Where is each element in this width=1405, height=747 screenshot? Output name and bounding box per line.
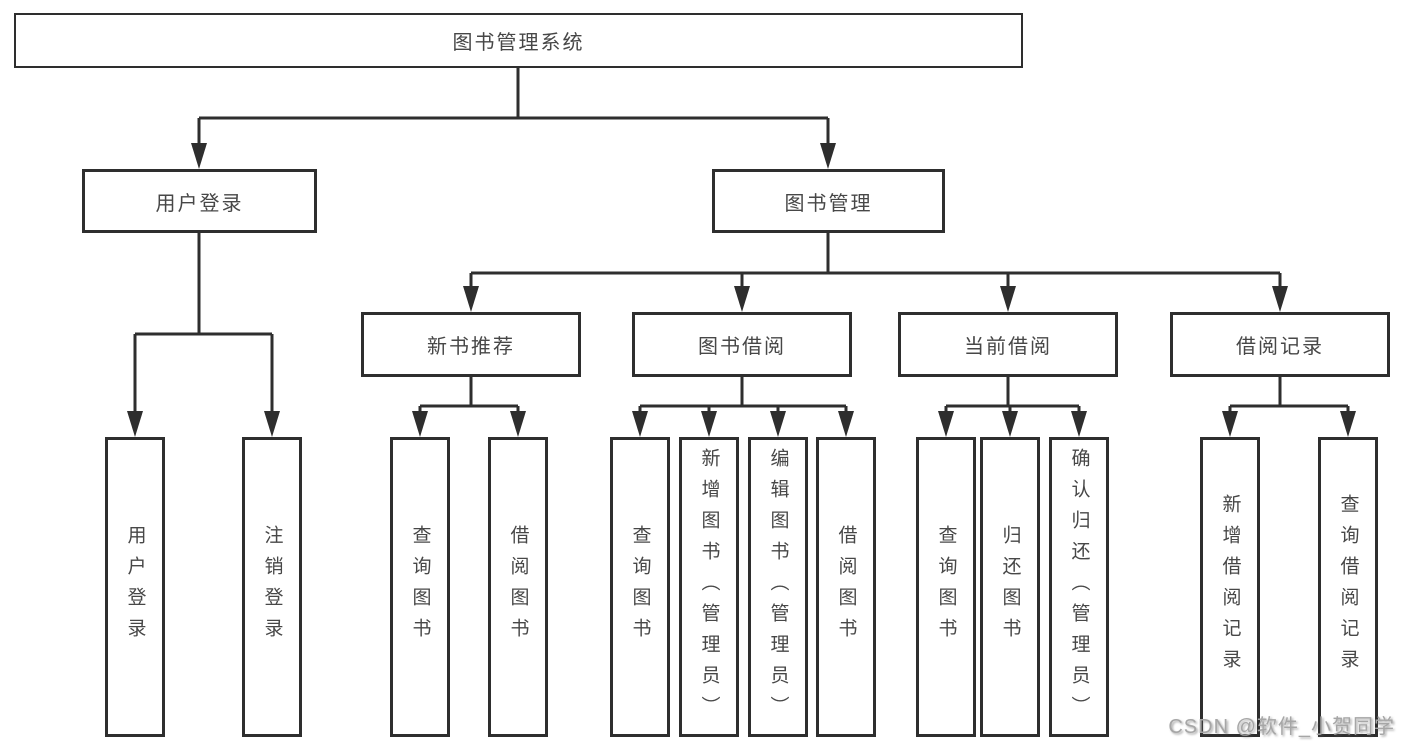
node-leaf-logout: 注销登录 — [242, 437, 302, 737]
node-new-book-recommend: 新书推荐 — [361, 312, 581, 377]
node-label: 查询借阅记录 — [1337, 494, 1359, 680]
node-label: 新书推荐 — [427, 336, 515, 358]
node-leaf-query-books-borrow: 查询图书 — [610, 437, 670, 737]
node-borrowing-records: 借阅记录 — [1170, 312, 1390, 377]
node-label: 图书管理 — [784, 192, 873, 215]
node-label: 注销登录 — [261, 525, 283, 649]
connector-book-mgmt-children — [463, 233, 1288, 312]
node-label: 新增图书（管理员） — [698, 447, 720, 727]
node-leaf-user-login: 用户登录 — [105, 437, 165, 737]
node-label: 新增借阅记录 — [1219, 494, 1241, 680]
node-user-login-group: 用户登录 — [82, 169, 317, 233]
node-leaf-query-books-current: 查询图书 — [916, 437, 976, 737]
node-leaf-confirm-return-admin: 确认归还（管理员） — [1049, 437, 1109, 737]
connector-borrow-record-children — [1222, 377, 1356, 437]
connector-user-login-children — [127, 233, 280, 437]
node-label: 编辑图书（管理员） — [767, 447, 789, 727]
node-label: 借阅记录 — [1236, 336, 1324, 358]
csdn-watermark: CSDN @软件_小贺同学 — [1168, 716, 1395, 738]
node-label: 图书借阅 — [698, 336, 786, 358]
node-leaf-query-books-recommend: 查询图书 — [390, 437, 450, 737]
node-label: 查询图书 — [935, 525, 957, 649]
node-label: 用户登录 — [155, 192, 244, 215]
node-label: 确认归还（管理员） — [1068, 447, 1090, 727]
node-leaf-return-books: 归还图书 — [980, 437, 1040, 737]
node-leaf-query-borrow-record: 查询借阅记录 — [1318, 437, 1378, 737]
node-leaf-add-books-admin: 新增图书（管理员） — [679, 437, 739, 737]
node-current-borrowing: 当前借阅 — [898, 312, 1118, 377]
node-leaf-borrow-books: 借阅图书 — [816, 437, 876, 737]
node-label: 用户登录 — [124, 525, 146, 649]
node-book-management: 图书管理 — [712, 169, 945, 233]
node-label: 查询图书 — [409, 525, 431, 649]
connector-root-to-level2 — [191, 68, 836, 169]
node-label: 当前借阅 — [964, 336, 1052, 358]
connector-current-borrow-children — [938, 377, 1087, 437]
connector-book-borrow-children — [632, 377, 854, 437]
connector-new-book-children — [412, 377, 526, 437]
node-leaf-edit-books-admin: 编辑图书（管理员） — [748, 437, 808, 737]
node-leaf-add-borrow-record: 新增借阅记录 — [1200, 437, 1260, 737]
node-label: 借阅图书 — [507, 525, 529, 649]
node-label: 借阅图书 — [835, 525, 857, 649]
node-leaf-borrow-books-recommend: 借阅图书 — [488, 437, 548, 737]
node-label: 归还图书 — [999, 525, 1021, 649]
node-library-system: 图书管理系统 — [14, 13, 1023, 68]
node-label: 图书管理系统 — [452, 32, 585, 54]
node-label: 查询图书 — [629, 525, 651, 649]
node-book-borrowing: 图书借阅 — [632, 312, 852, 377]
